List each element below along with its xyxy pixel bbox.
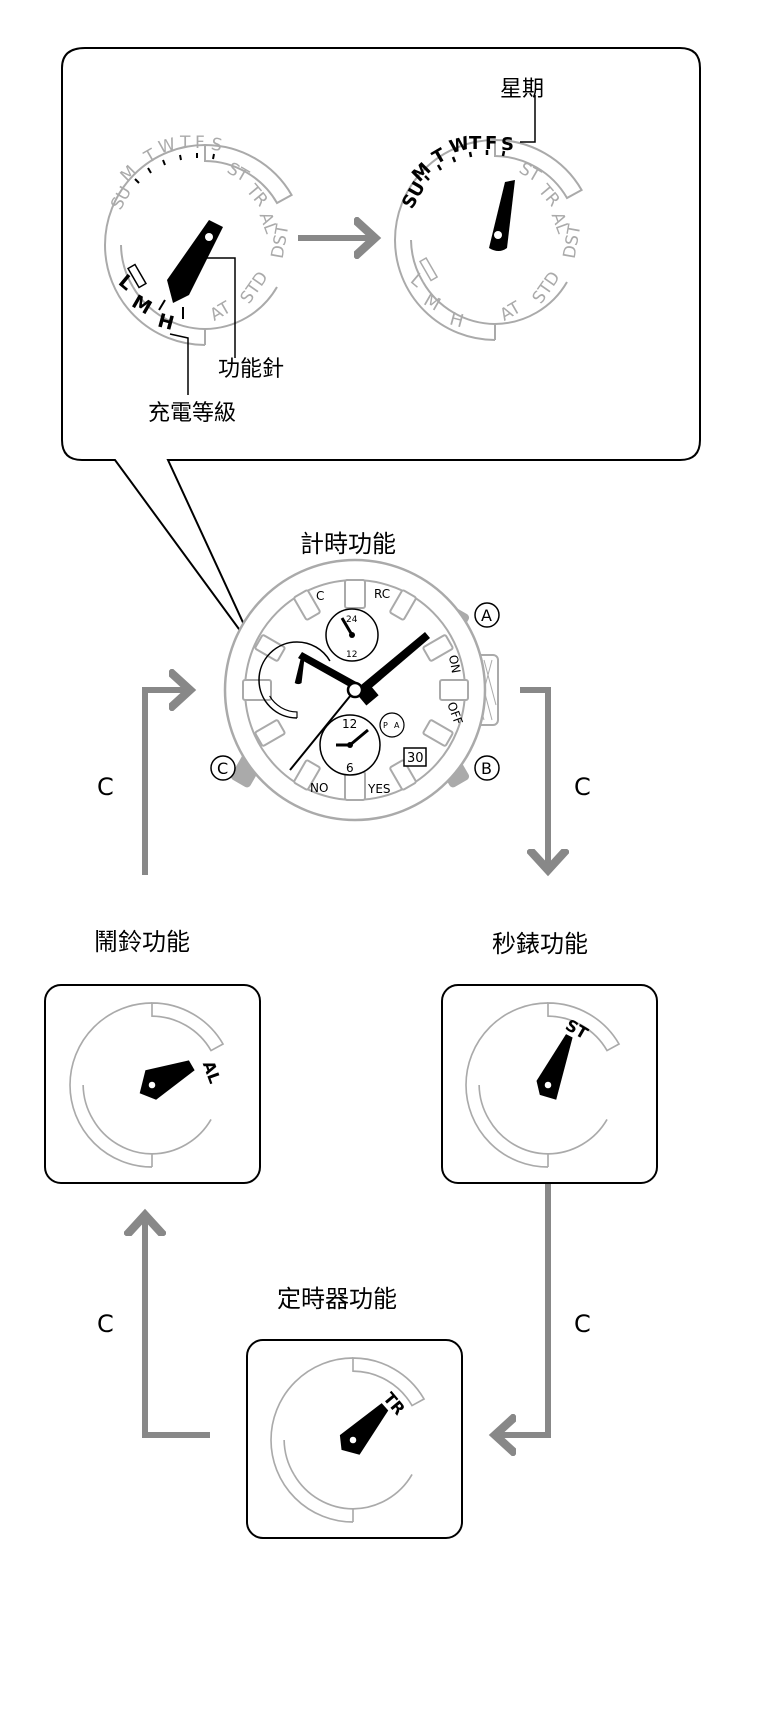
c-label-2: C	[574, 1310, 591, 1338]
dial-day-of-week	[394, 139, 583, 341]
date-window: 30	[407, 751, 424, 766]
bezel-rc: RC	[374, 587, 390, 601]
sub6-text: 6	[346, 761, 354, 775]
bezel-c: C	[316, 589, 324, 603]
function-hand-label: 功能針	[218, 357, 284, 382]
weekday-leader	[520, 95, 536, 143]
day-s: S	[209, 134, 223, 156]
button-c-label: C	[217, 759, 228, 778]
button-a[interactable]: A	[474, 602, 500, 628]
c-label-1: C	[574, 773, 591, 801]
timer-dial	[270, 1357, 425, 1523]
alarm-dial	[69, 1002, 224, 1168]
c-label-4: C	[97, 773, 114, 801]
timer-label: 定時器功能	[277, 1285, 397, 1313]
charge-level-leader	[169, 333, 189, 395]
pa-a: A	[394, 721, 400, 730]
minute-hand	[298, 652, 360, 690]
day-w: W	[156, 135, 178, 159]
second-hand	[289, 689, 356, 771]
alarm-hand	[139, 1060, 195, 1100]
level2-h: H	[447, 309, 466, 333]
c-label-3: C	[97, 1310, 114, 1338]
arrow-to-timer	[495, 1180, 551, 1435]
day2-s: S	[501, 134, 514, 155]
function-hand-leader	[200, 257, 236, 358]
hour-hand	[355, 632, 430, 696]
button-c[interactable]: C	[210, 755, 236, 781]
bezel-yes: YES	[367, 782, 391, 796]
weekday-label: 星期	[500, 77, 544, 102]
arrow-to-timekeeping	[142, 690, 190, 875]
bezel-on: ON	[446, 654, 463, 675]
stopwatch-label: 秒錶功能	[492, 930, 588, 958]
button-b-label: B	[481, 759, 492, 778]
day2-f: F	[485, 133, 497, 154]
watch: 24 12 12 6 P A 30 C RC ON O	[223, 558, 499, 822]
arrow-to-alarm	[145, 1215, 210, 1438]
day-f: F	[195, 133, 205, 153]
level-h: H	[155, 310, 176, 335]
watch-mode-dial	[258, 641, 331, 719]
sub12b-text: 12	[342, 717, 357, 731]
dial-charge-level	[104, 144, 293, 346]
timekeeping-label: 計時功能	[300, 530, 396, 558]
stopwatch-dial	[465, 1002, 620, 1168]
pa-p: P	[383, 721, 388, 730]
zoom-callout	[61, 47, 701, 656]
button-b[interactable]: B	[474, 755, 500, 781]
flow-arrows	[145, 690, 548, 1435]
sub12a-text: 12	[346, 650, 357, 660]
bezel-no: NO	[310, 781, 328, 795]
arrow-to-stopwatch	[520, 687, 548, 870]
charge-level-label: 充電等級	[148, 401, 236, 426]
sub24-text: 24	[346, 615, 358, 625]
callout-bubble	[61, 47, 701, 656]
day2-t2: T	[469, 133, 482, 154]
button-a-label: A	[481, 606, 492, 625]
day-t2: T	[179, 133, 191, 153]
alarm-label: 鬧鈴功能	[94, 928, 190, 956]
